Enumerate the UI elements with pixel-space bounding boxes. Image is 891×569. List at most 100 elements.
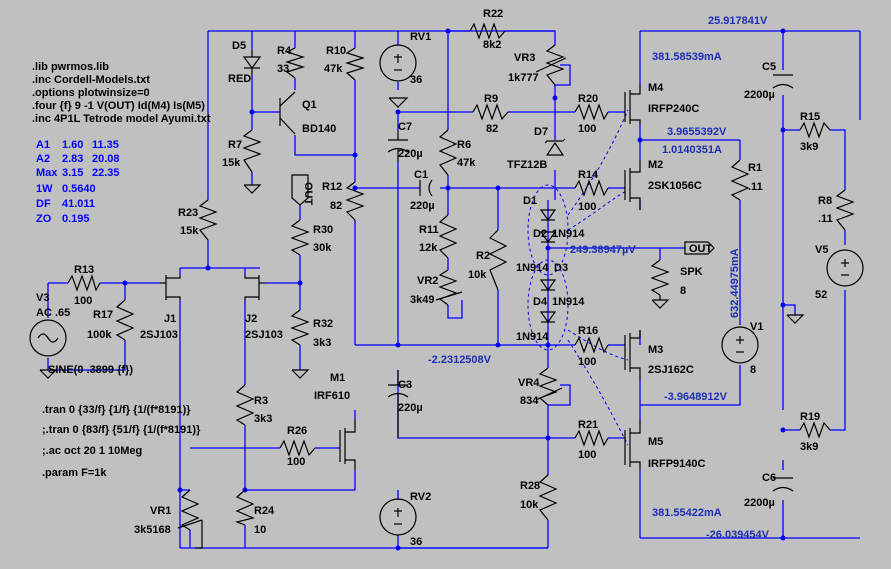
- svg-text:20.08: 20.08: [92, 153, 120, 165]
- svg-text:220µ: 220µ: [398, 148, 423, 160]
- svg-text:2.83: 2.83: [62, 153, 83, 165]
- resistor-r23: [198, 199, 218, 241]
- svg-text:381.58539mA: 381.58539mA: [652, 51, 722, 63]
- svg-text:Q1: Q1: [302, 99, 317, 111]
- directive-1: .lib pwrmos.lib: [32, 61, 109, 73]
- resistor-r6: [438, 129, 458, 176]
- results-table: A1 1.60 11.35 A2 2.83 20.08 Max 3.15 22.…: [36, 139, 120, 225]
- svg-text:3.15: 3.15: [62, 167, 83, 179]
- svg-text:A2: A2: [36, 153, 50, 165]
- resistor-r11: [438, 214, 458, 259]
- svg-text:8: 8: [750, 364, 756, 376]
- svg-text:52: 52: [815, 289, 827, 301]
- zener-d7: [545, 141, 565, 156]
- svg-text:D2: D2: [533, 228, 547, 240]
- svg-text:3k49: 3k49: [410, 294, 434, 306]
- svg-text:220µ: 220µ: [410, 200, 435, 212]
- svg-text:IRF610: IRF610: [314, 390, 350, 402]
- svg-text:ZO: ZO: [36, 213, 52, 225]
- mosfet-m5: [624, 420, 641, 470]
- svg-text:IRFP9140C: IRFP9140C: [648, 458, 706, 470]
- svg-text:D7: D7: [534, 126, 548, 138]
- svg-text:VR1: VR1: [150, 505, 171, 517]
- svg-text:3.9655392V: 3.9655392V: [667, 126, 727, 138]
- source-rv2: [379, 498, 417, 536]
- thermal-coupling: [527, 109, 629, 446]
- svg-text:R8: R8: [818, 195, 832, 207]
- resistor-r15: [799, 121, 831, 139]
- mosfet-m2: [624, 160, 641, 210]
- svg-text:632.44975mA: 632.44975mA: [729, 248, 741, 318]
- svg-text:12k: 12k: [419, 242, 438, 254]
- source-v5: [826, 249, 864, 287]
- resistor-r8: [835, 189, 855, 231]
- svg-text:R23: R23: [178, 207, 198, 219]
- cap-c1: [419, 179, 433, 197]
- svg-text:C1: C1: [414, 169, 428, 181]
- svg-text:8: 8: [680, 285, 686, 297]
- component-labels: D5 RED R4 33 R10 47k RV1 36 R22 8k2 VR3 …: [74, 8, 833, 548]
- svg-text:D4: D4: [533, 296, 548, 308]
- directive-2: .inc Cordell-Models.txt: [32, 74, 150, 86]
- svg-text:R3: R3: [254, 395, 268, 407]
- junctions: [122, 28, 786, 551]
- svg-text:R7: R7: [228, 139, 242, 151]
- svg-text:2200µ: 2200µ: [744, 497, 775, 509]
- svg-text:.tran 0 {33/f} {1/f} {1/(f*819: .tran 0 {33/f} {1/f} {1/(f*8191)}: [42, 404, 191, 416]
- svg-text:.11: .11: [748, 181, 763, 193]
- resistor-spk: [650, 259, 670, 296]
- spice-directives: .lib pwrmos.lib .inc Cordell-Models.txt …: [32, 61, 211, 125]
- svg-text:36: 36: [410, 536, 422, 548]
- svg-text:R24: R24: [254, 505, 275, 517]
- svg-text:R4: R4: [277, 45, 292, 57]
- diode-d5: [242, 56, 262, 70]
- resistor-vr3: [545, 44, 565, 86]
- svg-text:1k777: 1k777: [508, 72, 539, 84]
- svg-text:R11: R11: [419, 224, 439, 236]
- svg-text:DF: DF: [36, 198, 51, 210]
- svg-text:R9: R9: [484, 93, 498, 105]
- svg-text:D3: D3: [554, 262, 568, 274]
- svg-text:R13: R13: [74, 264, 94, 276]
- svg-text:M1: M1: [330, 372, 345, 384]
- svg-text:TFZ12B: TFZ12B: [507, 159, 547, 171]
- sim-directives: .tran 0 {33/f} {1/f} {1/(f*8191)} ;.tran…: [42, 404, 201, 479]
- svg-text:381.55422mA: 381.55422mA: [652, 507, 722, 519]
- resistor-r28: [538, 474, 558, 521]
- svg-text:M5: M5: [648, 436, 663, 448]
- diode-d2: [539, 231, 557, 244]
- svg-text:;.ac oct 20 1 10Meg: ;.ac oct 20 1 10Meg: [42, 445, 142, 457]
- svg-text:R14: R14: [578, 169, 599, 181]
- source-v1: [721, 326, 759, 364]
- svg-text:8k2: 8k2: [483, 39, 501, 51]
- svg-text:3k3: 3k3: [313, 337, 331, 349]
- source-rv1: [379, 44, 417, 82]
- svg-text:R21: R21: [578, 419, 598, 431]
- svg-text:V1: V1: [750, 321, 763, 333]
- svg-text:249.38947µV: 249.38947µV: [570, 244, 636, 256]
- svg-text:-2.2312508V: -2.2312508V: [428, 354, 492, 366]
- source-v3-labels: V3 AC .65 SINE(0 .3899 {f}): [36, 292, 133, 376]
- svg-text:R30: R30: [313, 224, 333, 236]
- resistor-r22: [469, 22, 506, 40]
- svg-text:30k: 30k: [313, 242, 332, 254]
- svg-text:10k: 10k: [468, 269, 487, 281]
- resistor-r2: [488, 229, 508, 291]
- svg-text:.11: .11: [818, 213, 833, 225]
- svg-text:C3: C3: [398, 379, 412, 391]
- svg-text:R17: R17: [93, 309, 113, 321]
- resistor-r13: [67, 274, 101, 292]
- svg-text:R28: R28: [520, 480, 540, 492]
- svg-text:D1: D1: [523, 195, 537, 207]
- resistor-vr4: [538, 367, 558, 406]
- mosfet-m4: [624, 85, 641, 125]
- resistor-r9: [472, 103, 509, 121]
- svg-text:2SJ103: 2SJ103: [140, 329, 178, 341]
- svg-text:C7: C7: [398, 121, 412, 133]
- diode-d3: [539, 279, 557, 292]
- jfet-j2: [244, 275, 265, 300]
- svg-text:D5: D5: [232, 40, 246, 52]
- svg-text:15k: 15k: [222, 157, 241, 169]
- svg-text:M4: M4: [648, 82, 664, 94]
